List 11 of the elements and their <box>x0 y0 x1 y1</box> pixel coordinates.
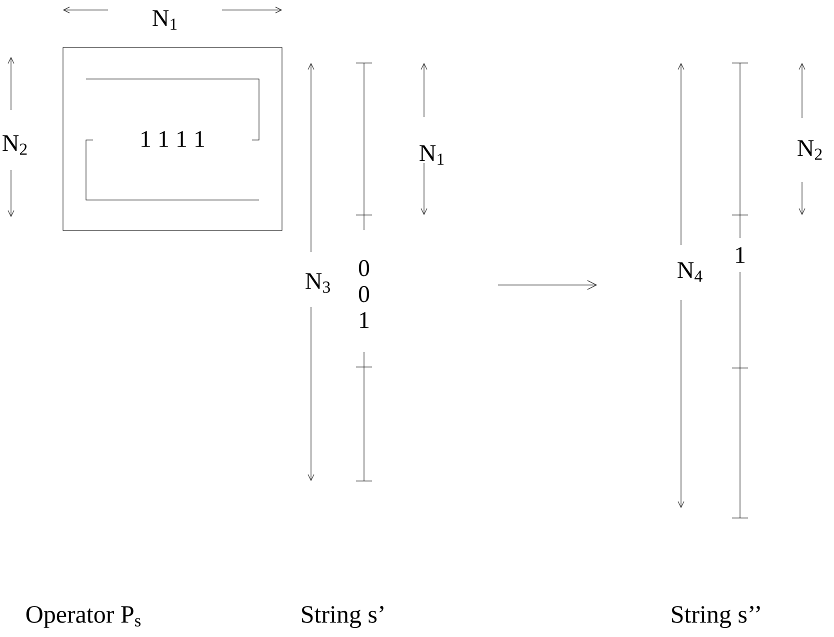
dimension-label: N$_{4}$ <box>678 262 702 282</box>
dimension-label: N$_{3}$ <box>306 273 330 293</box>
dimension-label: N$_{2}$ <box>2 135 27 155</box>
dimension-label: N$_{1}$ <box>420 145 444 165</box>
dimension-label: N$_{2}$ <box>798 140 822 160</box>
caption: Operator P$_{s}$ <box>26 606 141 628</box>
caption: String s’ <box>302 606 384 628</box>
bit-column: 0 0 1 <box>358 260 370 328</box>
bit-column: 1 <box>736 247 745 263</box>
caption: String s’’ <box>672 606 760 628</box>
operator-box: 1 1 1 1 <box>62 47 282 231</box>
